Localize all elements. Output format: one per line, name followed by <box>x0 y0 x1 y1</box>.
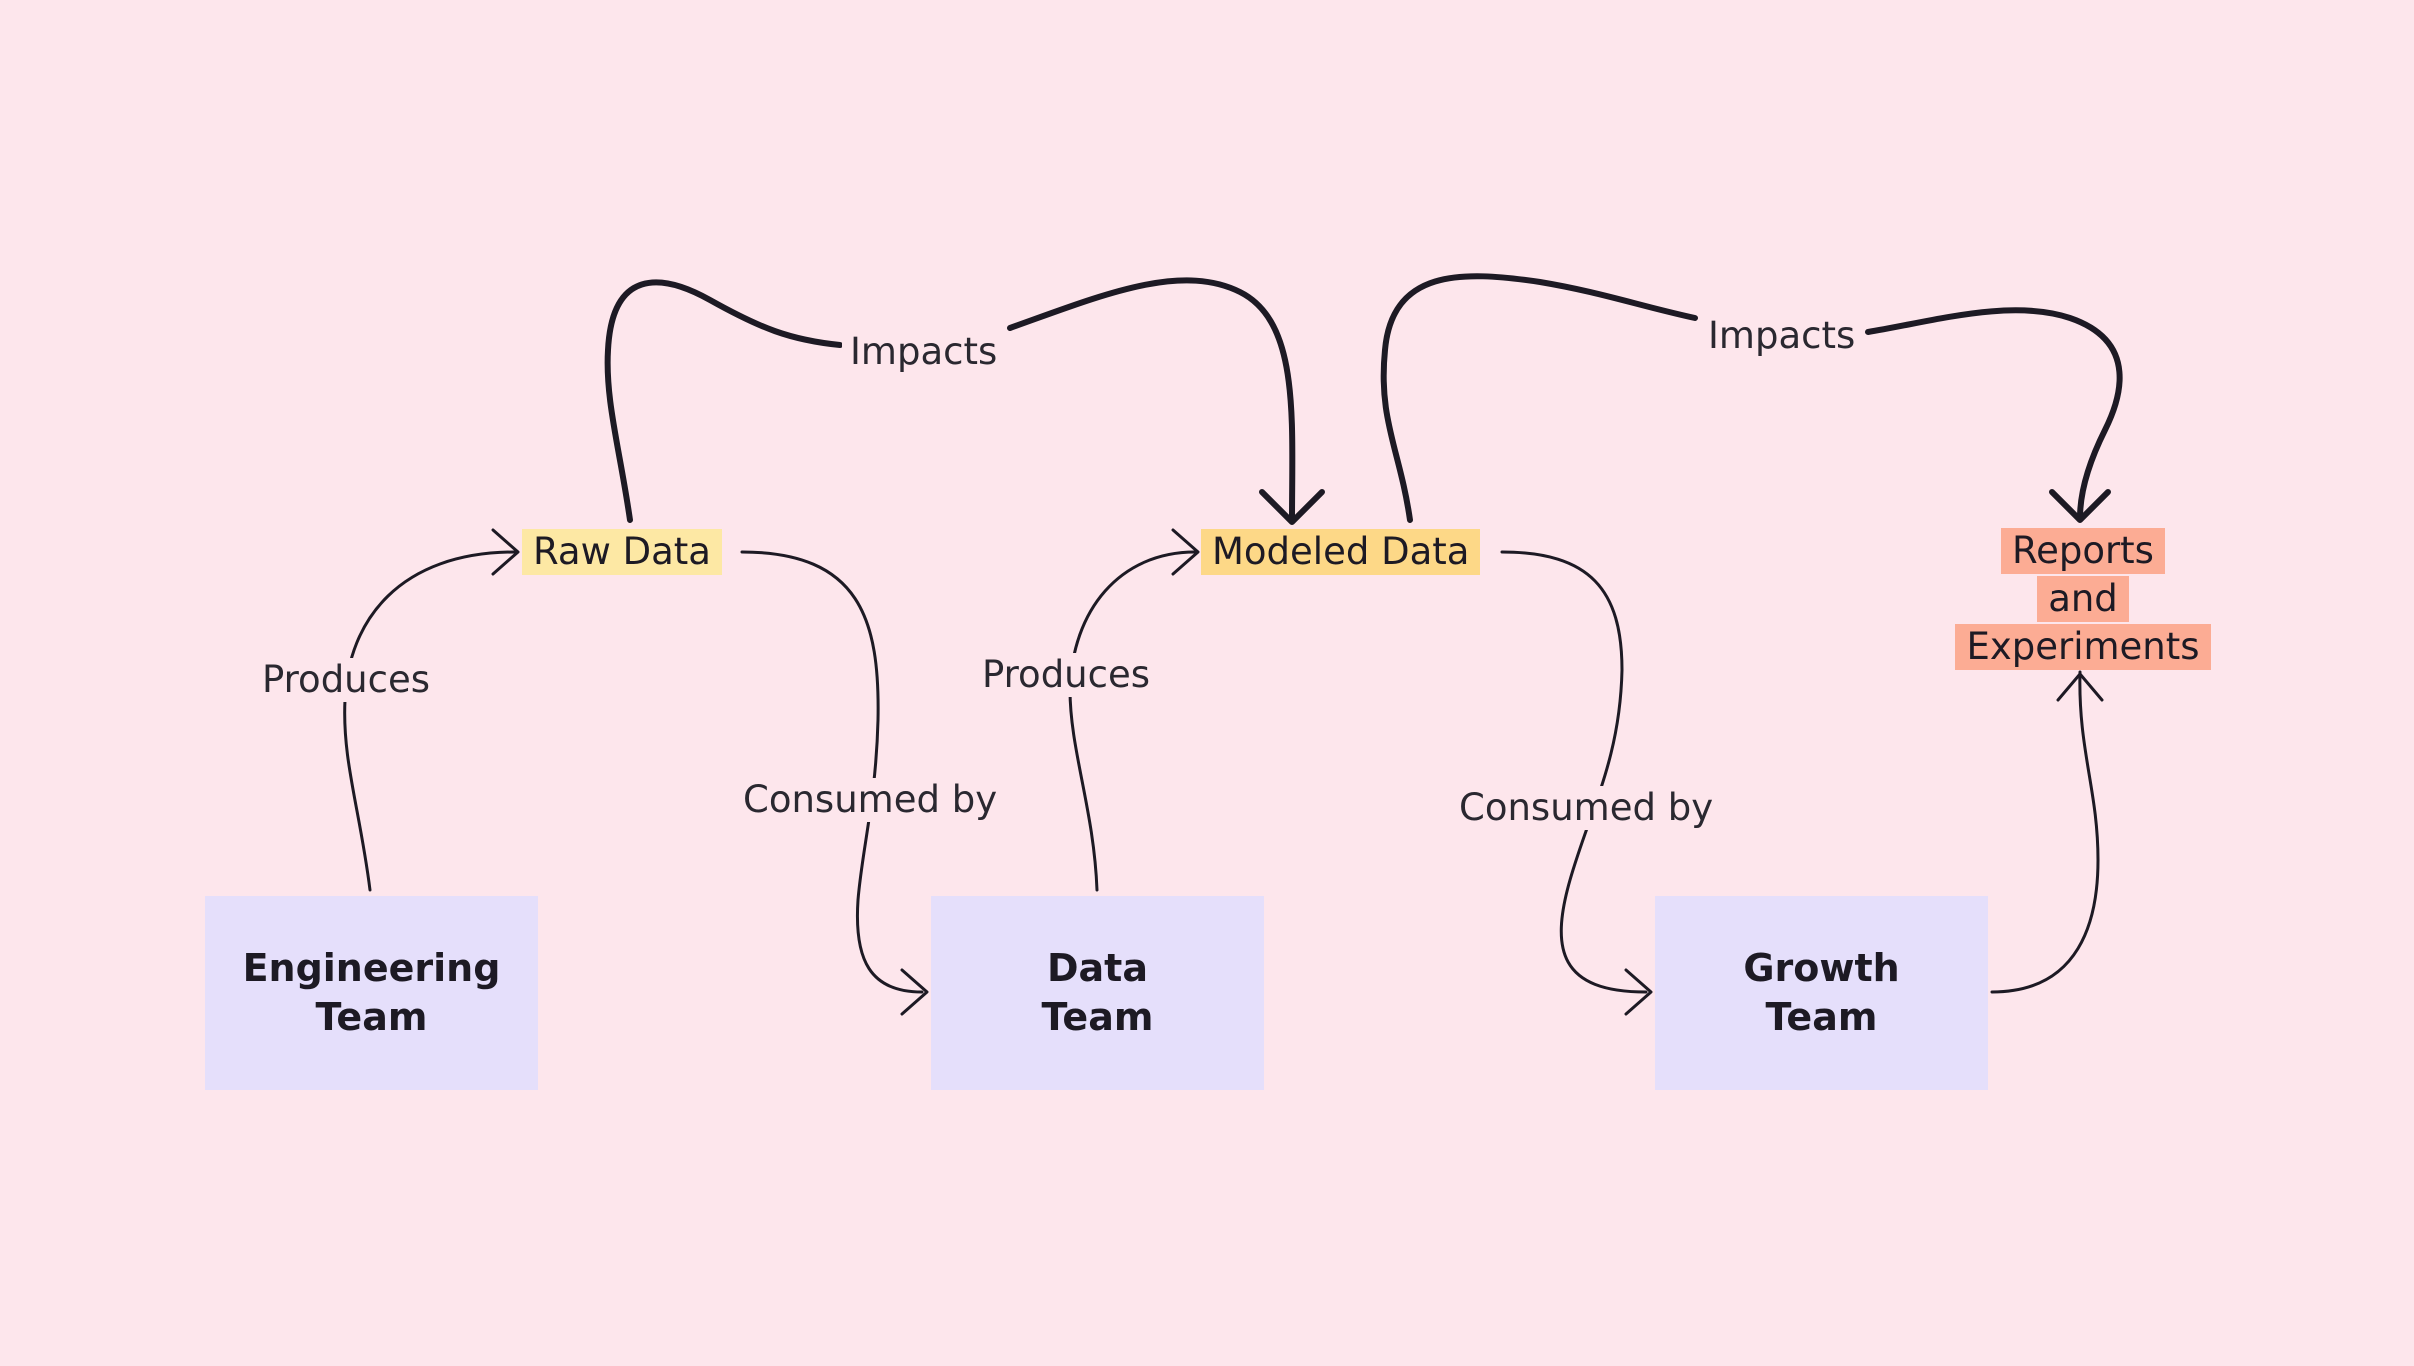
edge-label-impacts-1: Impacts <box>842 330 1006 374</box>
reports-line1: Reports <box>2001 528 2165 574</box>
edge-consumed-by-1 <box>740 550 924 994</box>
reports-line2: and <box>2037 576 2129 622</box>
arrowhead-reports-top <box>2049 489 2111 523</box>
engineering-team-line1: Engineering <box>242 946 501 990</box>
data-team-line2: Team <box>1041 995 1154 1039</box>
edge-label-produces-1: Produces <box>254 658 439 702</box>
arrowhead-modeled-data-top <box>1259 489 1325 525</box>
edge-produces-1 <box>343 550 517 892</box>
raw-data-tag: Raw Data <box>522 529 722 575</box>
growth-team-box: Growth Team <box>1655 896 1988 1090</box>
arrowhead-modeled-data <box>1171 528 1200 576</box>
arrowhead-reports-bottom <box>2056 672 2104 702</box>
arrowhead-growth-team <box>1624 968 1653 1016</box>
edge-label-impacts-2: Impacts <box>1700 314 1864 358</box>
engineering-team-box: Engineering Team <box>205 896 538 1090</box>
edge-label-consumed-by-1: Consumed by <box>735 778 1006 822</box>
reports-tag: Reports and Experiments <box>1933 528 2233 672</box>
data-team-box: Data Team <box>931 896 1264 1090</box>
edge-impacts-2 <box>1380 273 2123 523</box>
growth-team-line1: Growth <box>1743 946 1900 990</box>
data-team-line1: Data <box>1046 946 1148 990</box>
edge-growth-to-reports <box>1990 670 2100 994</box>
engineering-team-line2: Team <box>315 995 428 1039</box>
edge-label-produces-2: Produces <box>974 653 1159 697</box>
modeled-data-tag: Modeled Data <box>1201 529 1481 575</box>
arrowhead-raw-data <box>491 528 520 576</box>
edge-consumed-by-2 <box>1500 550 1648 994</box>
reports-line3: Experiments <box>1955 624 2211 670</box>
edge-impacts-1 <box>604 277 1296 523</box>
growth-team-line2: Team <box>1765 995 1878 1039</box>
arrowhead-data-team <box>900 968 929 1016</box>
edge-label-consumed-by-2: Consumed by <box>1451 786 1722 830</box>
edge-produces-2 <box>1068 550 1197 892</box>
